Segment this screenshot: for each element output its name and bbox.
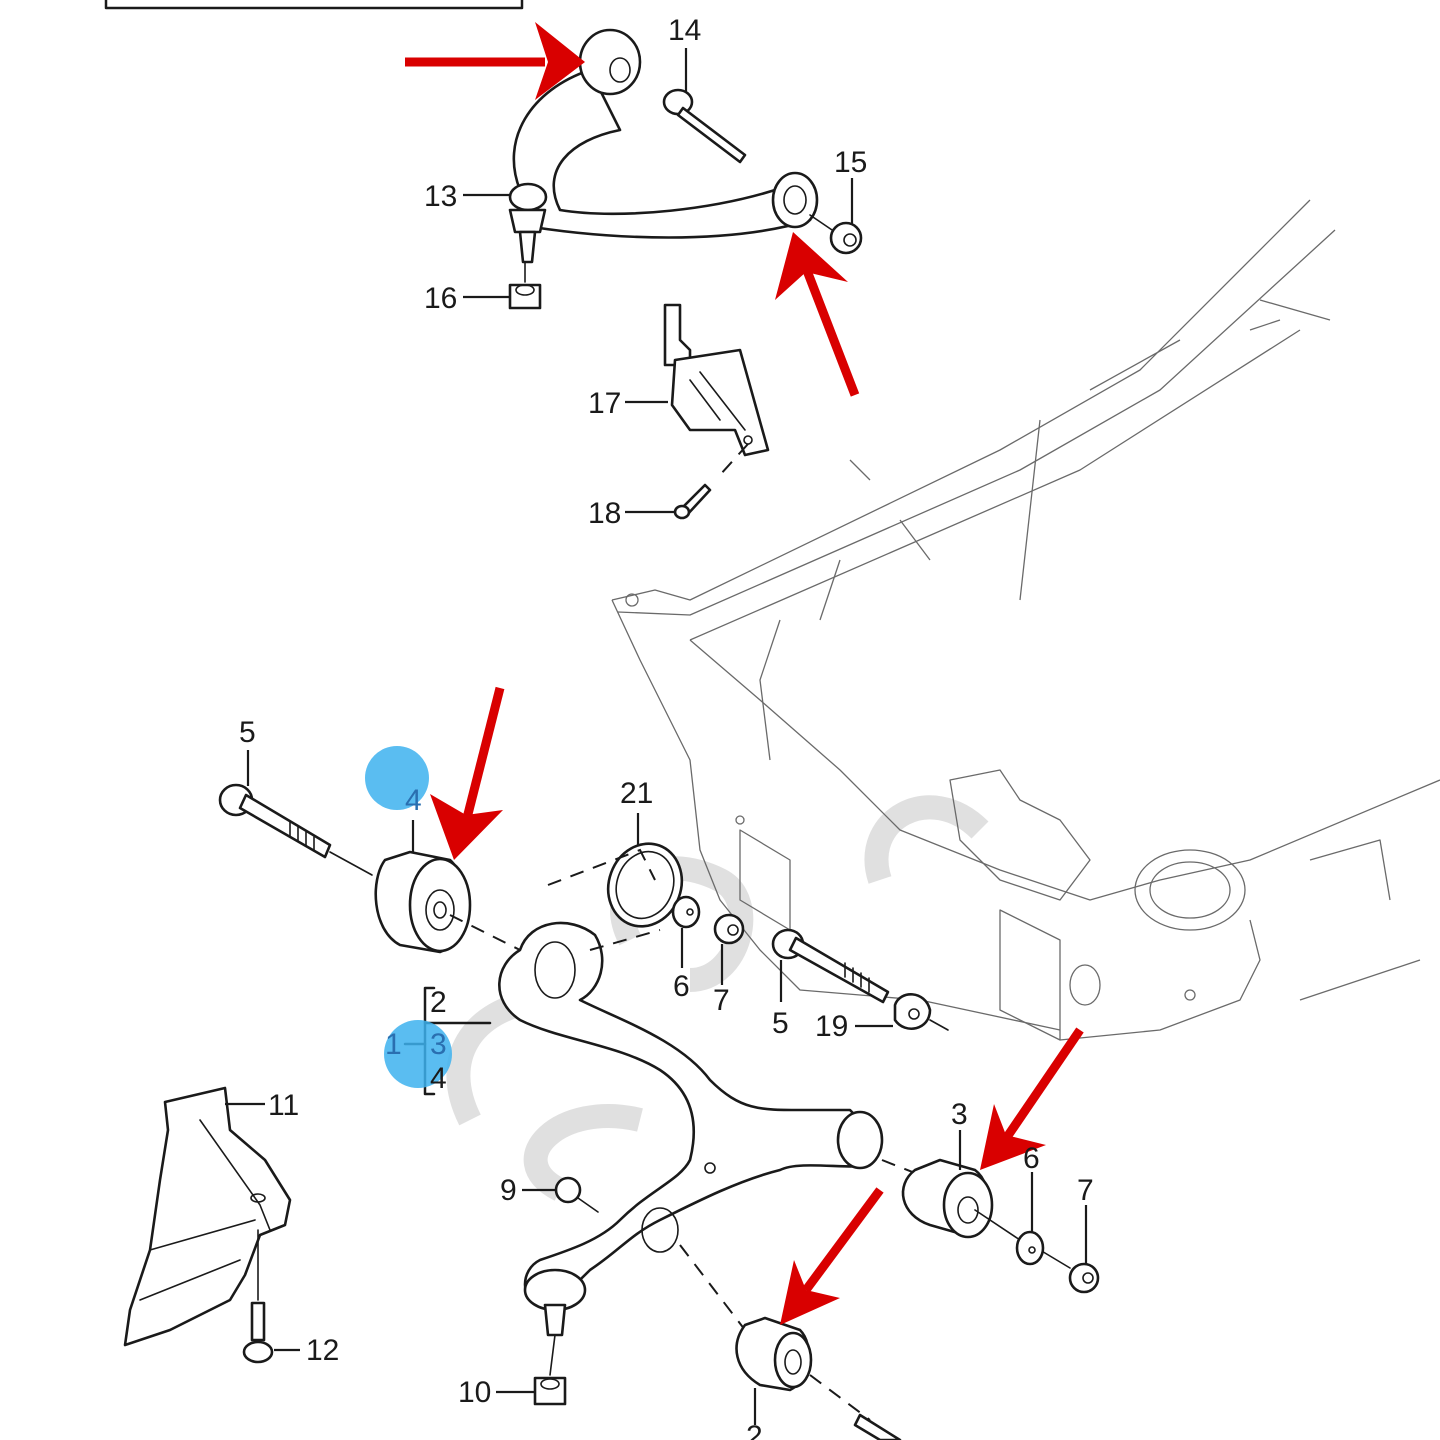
label-12: 12 (306, 1334, 339, 1367)
labels: 14 15 13 16 17 18 5 4 4 21 6 7 5 19 2 1 … (239, 14, 1094, 1440)
arrow-upper-rear (775, 232, 860, 397)
label-14: 14 (668, 14, 701, 47)
label-11: 11 (268, 1089, 299, 1122)
header-box-fragment (104, 0, 524, 10)
label-6-mid: 6 (673, 970, 690, 1003)
upper-arm-nut (809, 214, 863, 255)
rear-nut (1068, 1262, 1100, 1294)
label-4-dot: 4 (405, 784, 422, 817)
shield-bolt (242, 1229, 274, 1364)
marker-dot-upper (365, 746, 429, 810)
arrow-rear-bushing (980, 1027, 1084, 1170)
upper-arm-bolt (662, 88, 747, 164)
label-4-bracket: 4 (430, 1062, 447, 1095)
label-13: 13 (424, 180, 457, 213)
lower-bushing (735, 1316, 813, 1392)
ride-height-sensor (663, 303, 770, 457)
seal-ring (547, 842, 684, 951)
label-16: 16 (424, 282, 457, 315)
lower-ball-joint-nut (533, 1334, 567, 1406)
eccentric-washer (893, 993, 949, 1031)
label-9: 9 (500, 1174, 517, 1207)
rear-bushing (901, 1158, 994, 1239)
label-7-mid: 7 (713, 984, 730, 1017)
label-15: 15 (834, 146, 867, 179)
marker-dot-bracket (384, 1020, 452, 1088)
label-19: 19 (815, 1010, 848, 1043)
label-3-bracket: 3 (430, 1028, 447, 1061)
arrow-upper-front (405, 22, 585, 100)
subframe (611, 199, 1440, 1041)
label-3-rear: 3 (951, 1098, 968, 1131)
label-18: 18 (588, 497, 621, 530)
front-bushing-axis (449, 914, 521, 951)
washer (671, 895, 701, 929)
label-17: 17 (588, 387, 621, 420)
front-bushing-bolt (218, 783, 373, 876)
leader-lines (225, 48, 1088, 1425)
sensor-bolt (673, 443, 749, 520)
lower-bushing-axis-b (809, 1374, 871, 1421)
arrow-lower-bushing (780, 1187, 884, 1325)
heat-shield (123, 1086, 292, 1347)
label-5-upper: 5 (239, 716, 256, 749)
label-7-rear: 7 (1077, 1174, 1094, 1207)
label-2-lower: 2 (746, 1420, 763, 1440)
label-5-mid: 5 (772, 1007, 789, 1040)
bolt (771, 928, 890, 1004)
lower-bushing-axis-a (679, 1244, 746, 1331)
label-2-bracket: 2 (430, 986, 447, 1019)
nut (713, 913, 745, 945)
label-1: 1 (385, 1028, 402, 1061)
lower-control-arm (498, 921, 884, 1337)
front-bushing (374, 850, 472, 954)
arrow-front-bushing (430, 686, 505, 860)
lower-bushing-bolt-tip (853, 1413, 902, 1440)
upper-ball-joint-nut (508, 261, 542, 310)
nut-9 (554, 1176, 599, 1213)
rear-axis (974, 1209, 1071, 1269)
rear-washer (1015, 1230, 1045, 1266)
label-6-rear: 6 (1023, 1142, 1040, 1175)
label-21: 21 (620, 777, 653, 810)
label-10: 10 (458, 1376, 491, 1409)
